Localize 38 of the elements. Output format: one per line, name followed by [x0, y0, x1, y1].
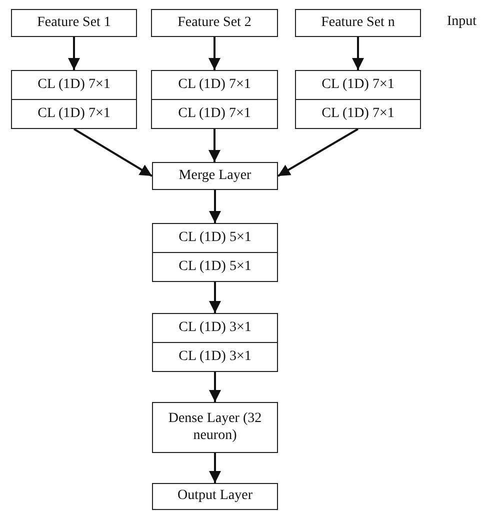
layer-label: Merge Layer: [178, 166, 252, 185]
layer-cell: CL (1D) 3×1: [153, 342, 277, 371]
layer-cell-text: CL (1D) 7×1: [36, 76, 112, 94]
layer-cell: CL (1D) 7×1: [296, 99, 420, 128]
layer-box: [295, 9, 421, 37]
arrow: [209, 282, 221, 313]
arrow: [209, 453, 221, 483]
layer-label: Feature Set n: [320, 14, 396, 32]
layer-label: Output Layer: [176, 487, 254, 506]
layer-label: Dense Layer (32 neuron): [167, 410, 263, 444]
arrow: [208, 37, 220, 70]
layer-cell-text: CL (1D) 7×1: [177, 76, 252, 94]
layer-stack-box: [11, 70, 137, 129]
layer-cell-text: CL (1D) 5×1: [178, 228, 252, 247]
layer-stack-box: [152, 223, 278, 282]
layer-stack-box: [295, 70, 421, 129]
layer-box: [152, 162, 278, 190]
arrow: [278, 128, 358, 177]
layer-cell-text: CL (1D) 7×1: [320, 76, 396, 94]
arrow: [68, 37, 80, 70]
arrow: [209, 372, 221, 402]
arrow: [209, 190, 221, 223]
layer-cell-text: CL (1D) 3×1: [178, 318, 252, 337]
layer-label: Feature Set 1: [36, 14, 112, 32]
layer-stack-box: [151, 70, 278, 129]
layer-box: [151, 9, 278, 37]
arrow: [208, 129, 220, 162]
layer-label: Feature Set 2: [176, 14, 252, 32]
layer-cell: CL (1D) 7×1: [152, 99, 277, 128]
row-label: Input: [447, 14, 477, 30]
arrow: [73, 128, 153, 177]
layer-box: [152, 483, 278, 510]
layer-cell: CL (1D) 5×1: [153, 252, 277, 281]
arrow: [352, 37, 364, 70]
layer-box: [152, 402, 278, 453]
layer-stack-box: [152, 313, 278, 372]
layer-cell: CL (1D) 7×1: [12, 99, 136, 128]
layer-box: [11, 9, 137, 37]
